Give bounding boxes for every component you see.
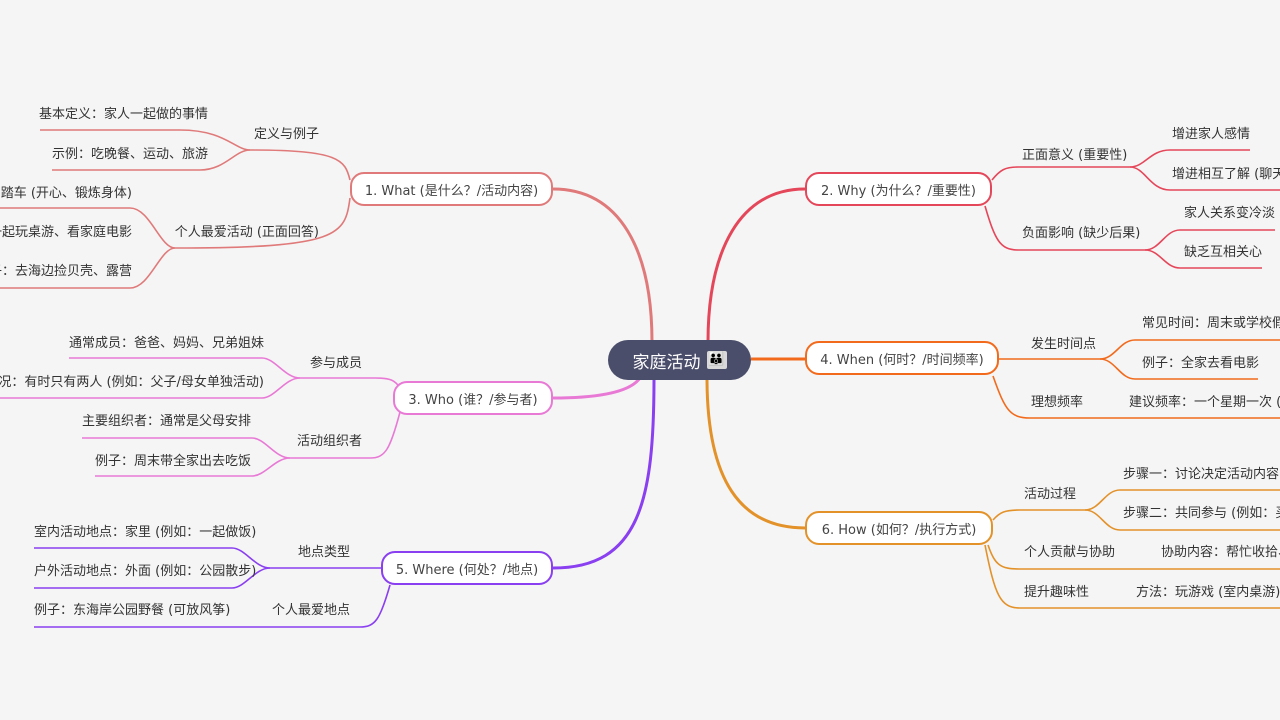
topic-when-label: 4. When (何时？/时间频率) — [820, 352, 984, 368]
topic-when[interactable]: 4. When (何时？/时间频率) — [805, 341, 999, 375]
leaf-label[interactable]: 示例：吃晚餐、运动、旅游 — [51, 147, 208, 162]
subtopic-label[interactable]: 负面影响 (缺少后果) — [1022, 226, 1141, 241]
connector-how-group — [987, 544, 1280, 570]
connector-what-group — [40, 129, 351, 181]
subtopic-label[interactable]: 正面意义 (重要性) — [1022, 148, 1128, 163]
connector-root-why — [706, 187, 806, 343]
subtopic-label[interactable]: 发生时间点 — [1031, 337, 1097, 352]
leaf-label[interactable]: 特殊情况：有时只有两人 (例如：父子/母女单独活动) — [0, 375, 264, 390]
leaf-label[interactable]: 例子：去海边捡贝壳、露营 — [0, 264, 132, 279]
leaf-label[interactable]: 常见时间：周末或学校假期 — [1142, 316, 1280, 331]
topic-what[interactable]: 1. What (是什么？/活动内容) — [350, 172, 553, 206]
connector-root-who — [552, 377, 642, 400]
connector-what-leaf — [0, 247, 176, 289]
leaf-label[interactable]: 通常成员：爸爸、妈妈、兄弟姐妹 — [68, 336, 264, 351]
connector-where-leaf — [34, 567, 271, 589]
connector-why-leaf — [1144, 249, 1262, 269]
subtopic-label[interactable]: 参与成员 — [309, 356, 362, 371]
leaf-label[interactable]: 户外活动地点：外面 (例如：公园散步) — [34, 564, 257, 579]
connector-what-leaf — [52, 149, 251, 171]
leaf-label[interactable]: 例子：全家去看电影 — [1142, 356, 1260, 371]
leaf-label[interactable]: 骑脚踏车 (开心、锻炼身体) — [0, 186, 132, 201]
connector-what-group — [0, 197, 351, 249]
subtopic-label[interactable]: 理想频率 — [1031, 395, 1084, 410]
leaf-label[interactable]: 协助内容：帮忙收拾、 — [1161, 545, 1280, 560]
connector-when-leaf — [1099, 358, 1258, 380]
leaf-label[interactable]: 方法：玩游戏 (室内桌游) 或 — [1136, 585, 1280, 600]
leaf-label[interactable]: 例子：周末带全家出去吃饭 — [94, 454, 251, 469]
topic-why-label: 2. Why (为什么？/重要性) — [821, 183, 976, 199]
leaf-label[interactable]: 建议频率：一个星期一次 (不 — [1129, 395, 1280, 410]
leaf-label[interactable]: 主要组织者：通常是父母安排 — [81, 414, 251, 429]
connector-how-group — [984, 544, 1280, 609]
topic-how[interactable]: 6. How (如何？/执行方式) — [805, 511, 993, 545]
connector-when-group — [992, 375, 1280, 419]
leaf-label[interactable]: 增进相互了解 (聊天) — [1172, 167, 1280, 182]
topic-why[interactable]: 2. Why (为什么？/重要性) — [805, 172, 992, 206]
leaf-label[interactable]: 一起玩桌游、看家庭电影 — [0, 225, 132, 240]
connector-who-leaf — [0, 377, 301, 399]
topic-how-label: 6. How (如何？/执行方式) — [821, 522, 977, 538]
root-node[interactable]: 家庭活动 👪 — [608, 340, 751, 380]
leaf-label[interactable]: 步骤二：共同参与 (例如：买 — [1123, 506, 1280, 521]
connector-how-leaf — [1084, 509, 1280, 531]
subtopic-label[interactable]: 活动过程 — [1024, 487, 1077, 502]
family-icon: 👪 — [706, 351, 727, 369]
leaf-label[interactable]: 基本定义：家人一起做的事情 — [38, 107, 208, 122]
subtopic-label[interactable]: 个人最爱活动 (正面回答) — [174, 225, 319, 240]
subtopic-label[interactable]: 个人贡献与协助 — [1024, 545, 1116, 560]
leaf-label[interactable]: 家人关系变冷淡 — [1184, 206, 1276, 221]
subtopic-label[interactable]: 个人最爱地点 — [271, 603, 350, 618]
topic-where[interactable]: 5. Where (何处？/地点) — [381, 551, 553, 585]
connector-where-group — [34, 584, 391, 628]
topic-where-label: 5. Where (何处？/地点) — [395, 562, 539, 578]
topic-what-label: 1. What (是什么？/活动内容) — [364, 183, 539, 199]
subtopic-label[interactable]: 提升趣味性 — [1024, 585, 1090, 600]
subtopic-label[interactable]: 定义与例子 — [253, 127, 319, 142]
leaf-label[interactable]: 步骤一：讨论决定活动内容 — [1123, 467, 1280, 482]
connector-who-leaf — [95, 457, 291, 477]
topic-who[interactable]: 3. Who (谁？/参与者) — [393, 381, 553, 415]
leaf-label[interactable]: 缺乏互相关心 — [1184, 245, 1263, 260]
leaf-label[interactable]: 增进家人感情 — [1172, 127, 1251, 142]
connector-root-what — [552, 187, 654, 343]
leaf-label[interactable]: 例子：东海岸公园野餐 (可放风筝) — [34, 603, 231, 618]
connector-root-how — [705, 377, 806, 530]
connector-why-group — [984, 205, 1275, 251]
leaf-label[interactable]: 室内活动地点：家里 (例如：一起做饭) — [34, 525, 257, 540]
connector-why-leaf — [1129, 166, 1280, 191]
connector-root-where — [552, 377, 656, 570]
subtopic-label[interactable]: 活动组织者 — [296, 434, 362, 449]
topic-who-label: 3. Who (谁？/参与者) — [408, 392, 538, 408]
subtopic-label[interactable]: 地点类型 — [297, 545, 350, 560]
root-title: 家庭活动 — [632, 352, 701, 373]
